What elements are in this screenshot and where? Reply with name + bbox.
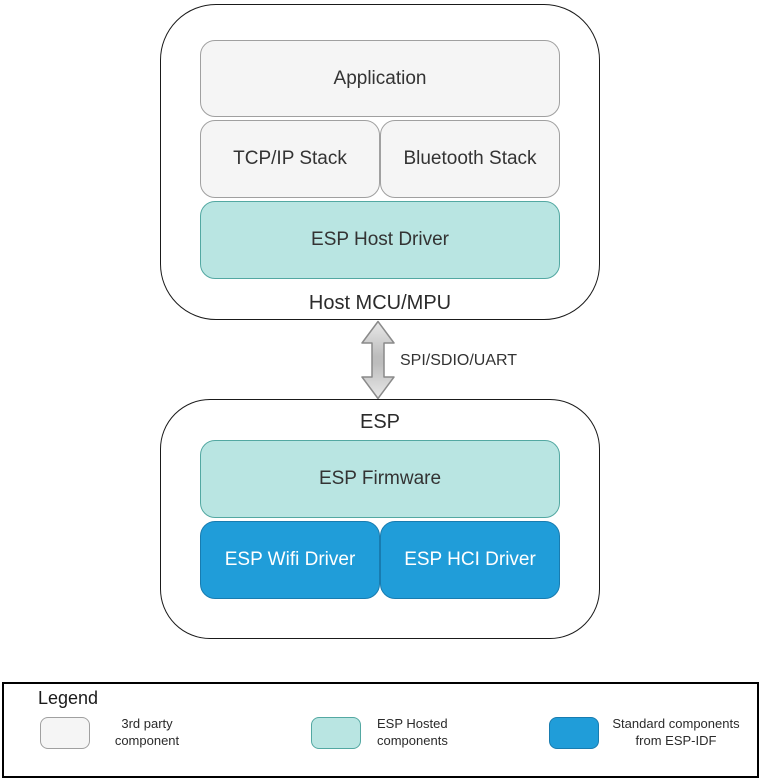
legend-swatch-3rd-party [40, 717, 90, 749]
legend-swatch-esp-hosted [311, 717, 361, 749]
esp-group-label: ESP [359, 411, 401, 433]
spi-sdio-uart-label: SPI/SDIO/UART [400, 352, 518, 369]
tcpip-stack-box: TCP/IP Stack [200, 120, 380, 198]
application-box: Application [200, 40, 560, 117]
legend-swatch-esp-idf [549, 717, 599, 749]
legend-item-label-esp-idf: Standard components from ESP-IDF [612, 716, 740, 748]
esp-hci-driver-box: ESP HCI Driver [380, 521, 560, 599]
bluetooth-stack-box: Bluetooth Stack [380, 120, 560, 198]
legend-title: Legend [38, 688, 99, 708]
legend-panel: Legend 3rd party component ESP Hosted co… [2, 682, 759, 778]
host-mcu-group-label: Host MCU/MPU [308, 292, 452, 314]
legend-item-label-3rd-party: 3rd party component [114, 716, 180, 748]
esp-wifi-driver-box: ESP Wifi Driver [200, 521, 380, 599]
esp-group [160, 399, 600, 639]
esp-firmware-box: ESP Firmware [200, 440, 560, 518]
legend-item-label-esp-hosted: ESP Hosted components [377, 716, 448, 748]
esp-host-driver-box: ESP Host Driver [200, 201, 560, 279]
double-arrow-icon [361, 320, 395, 400]
